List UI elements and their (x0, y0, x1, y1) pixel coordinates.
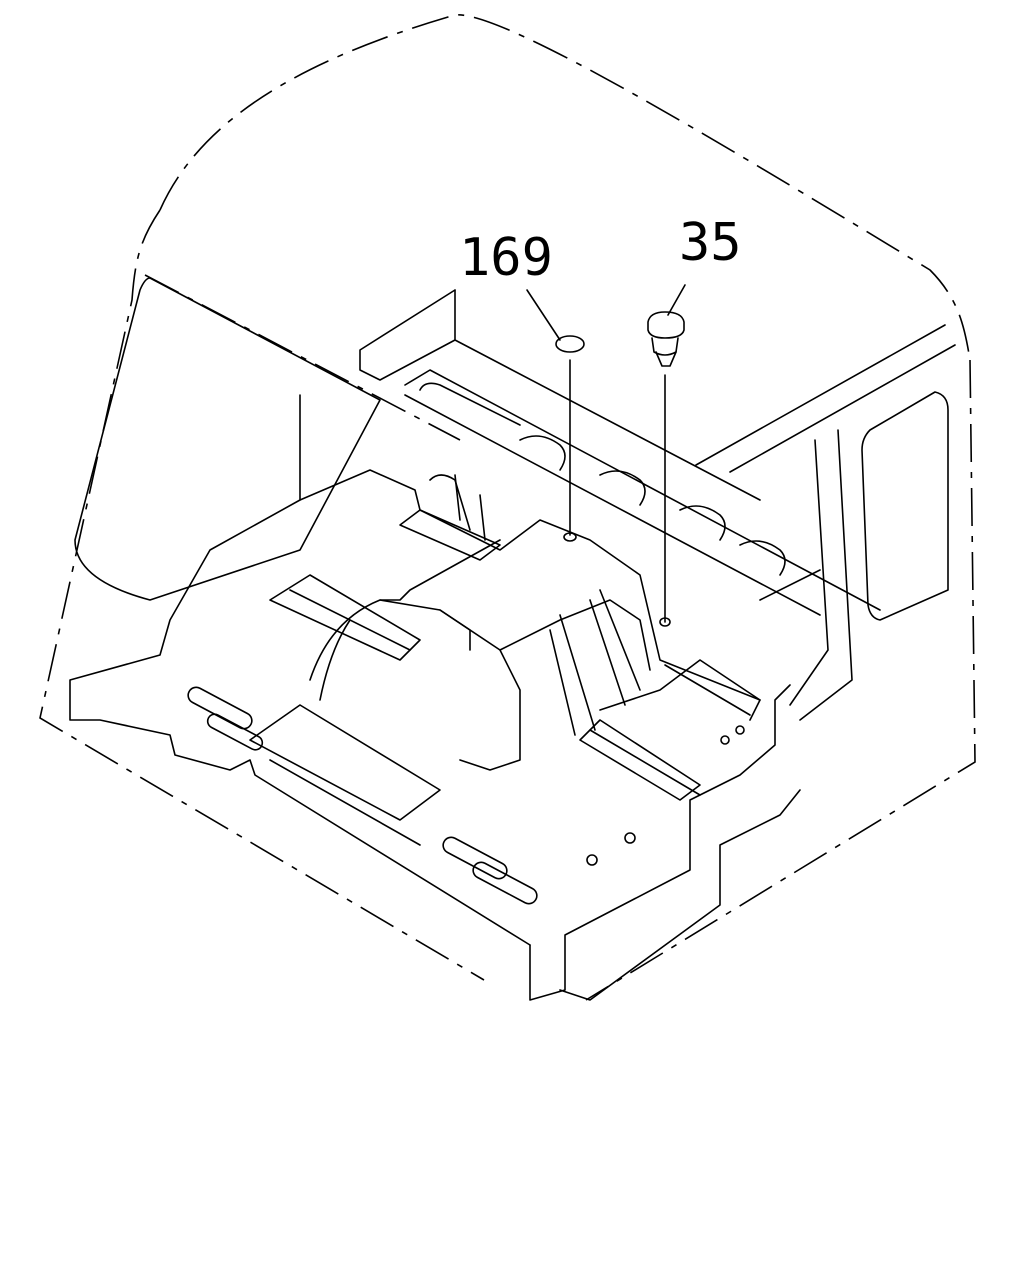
part-35-clip (647, 284, 686, 627)
hole-35 (659, 617, 671, 627)
clip-35-tip (655, 351, 677, 367)
part-169-plug (526, 289, 585, 542)
transmission-tunnel (309, 539, 651, 771)
right-window (861, 391, 949, 621)
leader-line-35 (667, 284, 686, 316)
clip-35-head (647, 311, 685, 339)
seat-mount-slots (187, 686, 538, 905)
rear-floor-ribs (404, 369, 881, 616)
leader-line-169 (526, 289, 561, 341)
callout-35-label: 35 (679, 213, 742, 273)
hole-169 (563, 532, 577, 542)
callout-169-label: 169 (459, 228, 553, 288)
plug-169-shape (555, 335, 585, 353)
floor-outline (69, 394, 801, 1001)
front-floor-pans (249, 474, 761, 846)
rear-wall (359, 289, 956, 721)
cab-phantom-outline (39, 14, 976, 1001)
mount-holes (586, 725, 745, 866)
left-window (74, 277, 381, 601)
